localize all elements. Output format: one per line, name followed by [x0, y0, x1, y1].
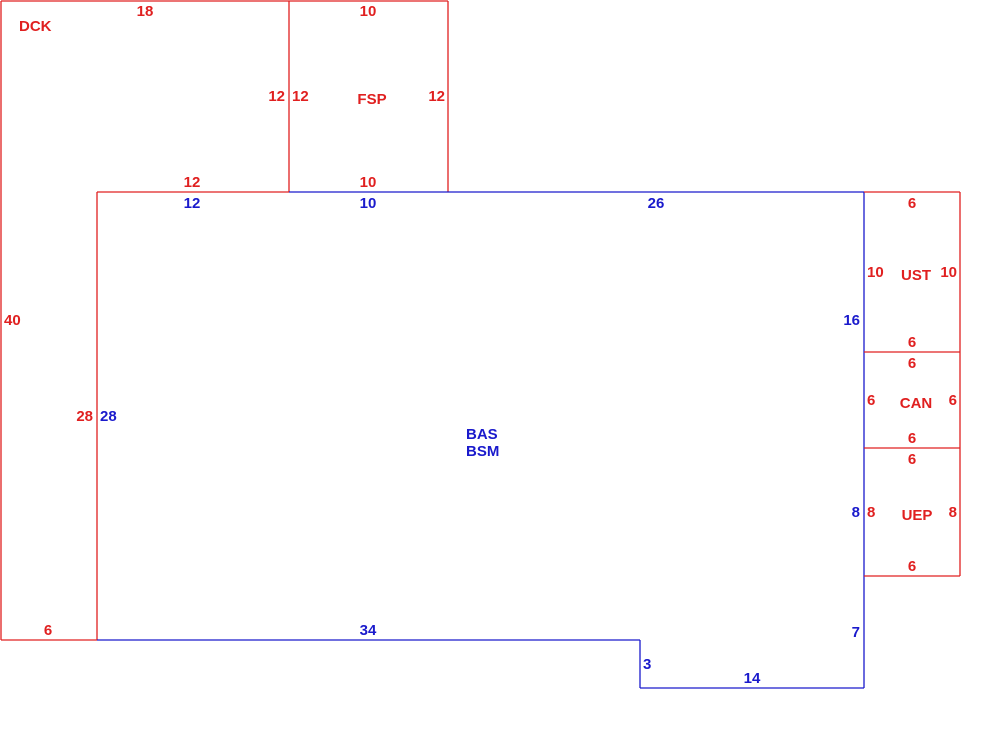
bsm-label: BSM	[466, 443, 499, 460]
dck-step-dim: 12	[184, 174, 201, 191]
dck-area	[0, 0, 289, 641]
ust-right-dim: 10	[940, 264, 957, 281]
dck-bottom-dim: 6	[44, 622, 52, 639]
dck-top-dim: 18	[137, 3, 154, 20]
bas-bottom-notch-dim: 14	[744, 670, 761, 687]
fsp-top-dim: 10	[360, 3, 377, 20]
bas-right-mid-dim: 8	[852, 504, 860, 521]
ust-label: UST	[901, 267, 931, 284]
bas-left-dim: 28	[100, 408, 117, 425]
bas-notch-vertical-dim: 3	[643, 656, 651, 673]
can-left-dim: 6	[867, 392, 875, 409]
fsp-right-dim: 12	[428, 88, 445, 105]
ust-left-dim: 10	[867, 264, 884, 281]
side-areas	[864, 191, 961, 577]
fsp-left-dim: 12	[292, 88, 309, 105]
uep-right-dim: 8	[949, 504, 957, 521]
uep-label: UEP	[902, 507, 933, 524]
ust-bottom-dim: 6	[908, 334, 916, 351]
bas-bottom-main-dim: 34	[360, 622, 377, 639]
dck-right-lower-dim: 28	[76, 408, 93, 425]
bas-top-right-dim: 26	[648, 195, 665, 212]
bas-top-mid-dim: 10	[360, 195, 377, 212]
uep-top-dim: 6	[908, 451, 916, 468]
fsp-area	[288, 0, 449, 192]
can-bottom-dim: 6	[908, 430, 916, 447]
can-top-dim: 6	[908, 355, 916, 372]
can-right-dim: 6	[949, 392, 957, 409]
bas-label: BAS	[466, 426, 498, 443]
bas-right-lower-dim: 7	[852, 624, 860, 641]
bas-area	[97, 191, 865, 689]
ust-top-dim: 6	[908, 195, 916, 212]
bas-top-left-dim: 12	[184, 195, 201, 212]
bas-right-upper-dim: 16	[843, 312, 860, 329]
fsp-bottom-dim: 10	[360, 174, 377, 191]
fsp-label: FSP	[357, 91, 386, 108]
dck-label: DCK	[19, 18, 52, 35]
dck-left-dim: 40	[4, 312, 21, 329]
uep-bottom-dim: 6	[908, 558, 916, 575]
uep-left-dim: 8	[867, 504, 875, 521]
can-label: CAN	[900, 395, 933, 412]
dck-right-upper-dim: 12	[268, 88, 285, 105]
